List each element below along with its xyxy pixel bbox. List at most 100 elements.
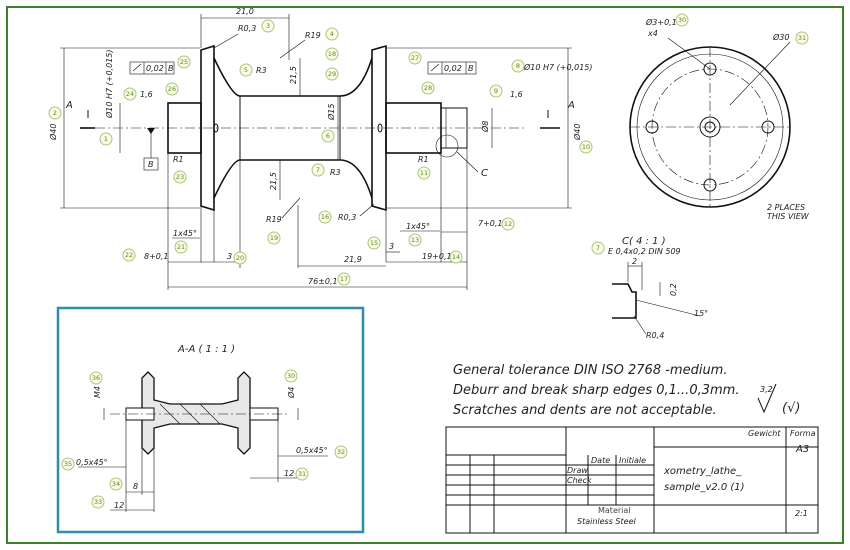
main-view: C A A Ø40 Ø10 H7 (+0,015) 0,02 B 1,6 B 2… <box>48 7 593 290</box>
balloon-1: 1 <box>99 132 113 146</box>
dim-d30: Ø30 <box>772 32 789 42</box>
surface-finish-check: (√) <box>782 401 800 416</box>
dim-19: 19+0,1 <box>422 252 452 261</box>
tb-draw: Draw <box>567 466 588 475</box>
svg-text:30: 30 <box>287 372 295 380</box>
balloon-13: 13 <box>408 233 422 247</box>
balloon-31-sec: 31 <box>295 467 309 481</box>
dim-chamfer-left: 1x45° <box>173 229 197 238</box>
general-notes: General tolerance DIN ISO 2768 -medium. … <box>453 363 800 418</box>
dim-21-5-top: 21,5 <box>289 66 298 84</box>
sec-dim-d4: Ø4 <box>286 387 296 399</box>
tb-initiale: Initiale <box>619 456 646 465</box>
svg-text:17: 17 <box>340 275 348 283</box>
balloon-17: 17 <box>337 272 351 286</box>
balloon-10: 10 <box>579 140 593 154</box>
dim-r3-top: R3 <box>256 66 267 75</box>
section-a-right-label: A <box>567 100 575 111</box>
tb-title-2: sample_v2.0 (1) <box>664 482 745 493</box>
dim-r19-top: R19 <box>305 31 321 40</box>
detail-c-dim-02: 0,2 <box>669 283 678 296</box>
svg-text:22: 22 <box>125 251 133 259</box>
balloon-31-end: 31 <box>795 31 809 45</box>
detail-c-dim-2: 2 <box>632 257 637 266</box>
flatness-right-datum: B <box>468 64 474 73</box>
balloon-2: 2 <box>48 106 62 120</box>
svg-text:21: 21 <box>177 243 185 251</box>
holes-count: x4 <box>647 29 658 38</box>
balloon-27: 27 <box>408 51 422 65</box>
detail-c: C( 4 : 1 ) 7 E 0,4x0,2 DIN 509 2 0,2 15°… <box>591 236 708 340</box>
balloon-15: 15 <box>367 236 381 250</box>
section-a-left-label: A <box>65 100 73 111</box>
balloon-19: 19 <box>267 231 281 245</box>
svg-text:36: 36 <box>92 374 100 382</box>
balloon-16: 16 <box>318 210 332 224</box>
svg-text:29: 29 <box>328 70 336 78</box>
sec-dim-12-right: 12 <box>284 469 294 478</box>
flatness-right-value: 0,02 <box>444 64 462 73</box>
balloon-25: 25 <box>177 55 191 69</box>
detail-c-marker <box>435 134 459 158</box>
sec-chamfer-left: 0,5x45° <box>76 458 108 467</box>
balloon-4: 4 <box>325 27 339 41</box>
dim-7: 7+0,1 <box>478 219 503 228</box>
svg-text:31: 31 <box>298 470 306 478</box>
dim-chamfer-right: 1x45° <box>406 222 430 231</box>
dim-d40-left: Ø40 <box>48 124 58 141</box>
sec-chamfer-right: 0,5x45° <box>296 446 328 455</box>
flatness-left-value: 0,02 <box>146 64 164 73</box>
balloon-33-sec: 33 <box>91 495 105 509</box>
detail-c-label: C <box>481 168 488 179</box>
svg-text:25: 25 <box>180 58 188 66</box>
dim-3-right: 3 <box>389 242 394 251</box>
svg-text:9: 9 <box>494 87 498 95</box>
svg-text:32: 32 <box>337 448 345 456</box>
balloon-29: 29 <box>325 67 339 81</box>
places-note-1: 2 PLACES <box>767 203 805 212</box>
detail-c-profile <box>612 283 637 319</box>
balloon-24: 24 <box>123 87 137 101</box>
svg-text:11: 11 <box>420 169 428 177</box>
dim-3: 3 <box>227 252 232 261</box>
svg-text:31: 31 <box>798 34 806 42</box>
balloon-5: 5 <box>239 63 253 77</box>
detail-c-undercut: E 0,4x0,2 DIN 509 <box>608 247 681 256</box>
dim-76: 76±0,1 <box>308 277 338 286</box>
balloon-3: 3 <box>261 19 275 33</box>
balloon-20: 20 <box>233 251 247 265</box>
svg-text:14: 14 <box>452 253 460 261</box>
svg-text:24: 24 <box>126 90 134 98</box>
sec-dim-8: 8 <box>133 482 138 491</box>
section-aa-part <box>110 371 290 455</box>
tb-format-value: A3 <box>795 444 809 455</box>
dim-r1-left: R1 <box>173 155 184 164</box>
balloon-36-sec: 36 <box>89 371 103 385</box>
balloon-6: 6 <box>321 129 335 143</box>
tb-gewicht: Gewicht <box>748 429 781 438</box>
note-line-3: Scratches and dents are not acceptable. <box>453 403 717 418</box>
dim-r03-top: R0,3 <box>238 24 256 33</box>
balloon-21: 21 <box>174 240 188 254</box>
balloon-7-detail: 7 <box>591 241 605 255</box>
balloon-30-end: 30 <box>675 13 689 27</box>
balloon-28: 28 <box>421 81 435 95</box>
detail-c-angle: 15° <box>694 309 708 318</box>
dim-d8: Ø8 <box>480 121 490 133</box>
svg-text:30: 30 <box>678 16 686 24</box>
balloon-7: 7 <box>311 163 325 177</box>
svg-text:33: 33 <box>94 498 102 506</box>
tb-material-label: Material <box>598 506 631 515</box>
svg-text:7: 7 <box>596 244 600 252</box>
svg-text:6: 6 <box>326 132 330 140</box>
svg-text:13: 13 <box>411 236 419 244</box>
dim-d15: Ø15 <box>326 104 336 121</box>
note-line-1: General tolerance DIN ISO 2768 -medium. <box>453 363 727 378</box>
svg-text:16: 16 <box>321 213 329 221</box>
svg-text:5: 5 <box>244 66 248 74</box>
balloon-23: 23 <box>173 170 187 184</box>
section-aa-panel: A-A ( 1 : 1 ) M4 Ø4 0,5x45° 0,5x45° 8 12… <box>56 306 365 534</box>
balloon-34-sec: 34 <box>109 477 123 491</box>
svg-text:19: 19 <box>270 234 278 242</box>
